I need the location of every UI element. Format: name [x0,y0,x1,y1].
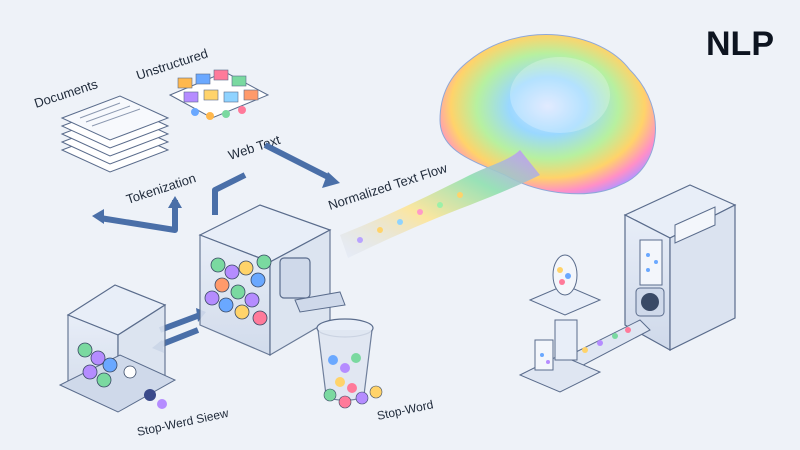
tokenization-label: Tokenization [124,170,197,207]
documents-label: Documents [32,76,100,111]
arrow-tokenization-b [99,200,178,233]
output-machine [623,184,737,352]
stop-word-cup [316,318,383,409]
arrow-sieve-right [158,312,202,333]
arrow-webtext-to-box [263,142,332,181]
token-coins [204,254,272,326]
tokenization-box [198,204,346,357]
web-text-pile-icon [168,69,270,120]
stop-word-label: Stop-Word [376,397,435,423]
arrow-sieve-left [158,327,200,348]
stop-word-sieve-label: Stop-Werd Sieew [136,406,230,439]
documents-stack-icon [60,95,170,173]
normalized-flow-stream [340,150,540,258]
flow-arrows [99,142,332,348]
normalized-cloud-blob [439,34,656,195]
page-title: NLP [706,25,774,63]
lab-apparatus [518,254,602,393]
stop-word-sieve-box [58,284,177,413]
arrow-tokenization-a [212,172,247,215]
